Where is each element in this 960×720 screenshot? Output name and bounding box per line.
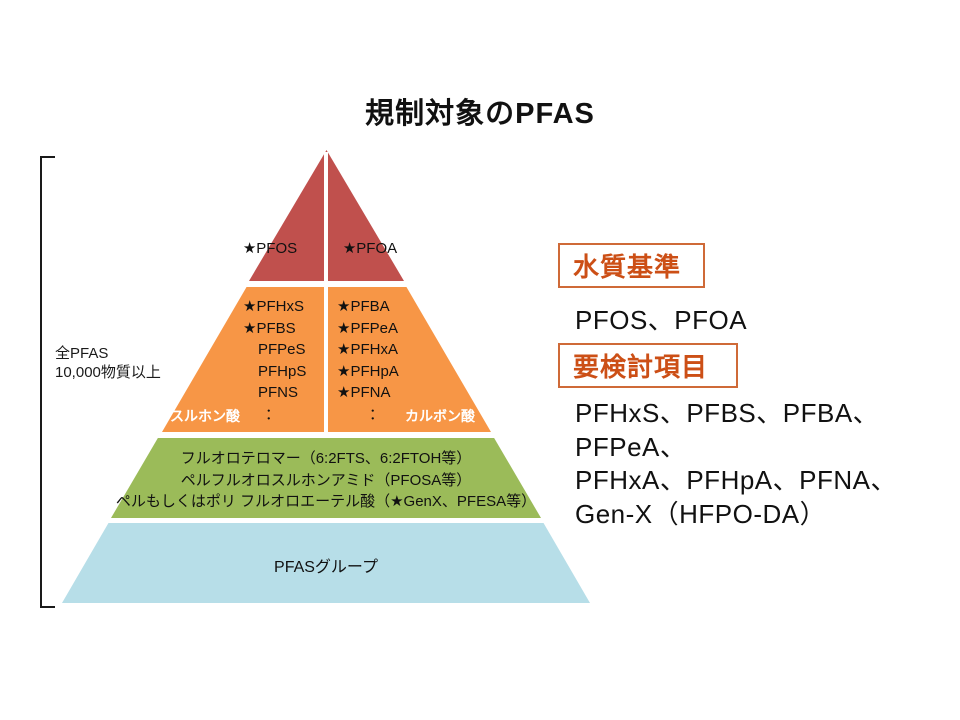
bracket-label-line1: 全PFAS — [55, 345, 109, 362]
ellipsis-colon: ： — [265, 405, 281, 423]
water-quality-heading: 水質基準 — [573, 252, 682, 282]
bracket-label: 全PFAS 10,000物質以上 — [55, 344, 185, 382]
page-title: 規制対象のPFAS — [365, 98, 595, 130]
chem-item: PFNS — [258, 384, 299, 401]
ellipsis-colon: ： — [369, 405, 385, 423]
level1-left-label: ★PFOS — [242, 240, 298, 257]
level3-line: ペルフルオロスルホンアミド（PFOSA等） — [180, 471, 472, 489]
water-quality-standard-box: 水質基準 — [558, 243, 705, 288]
review-body-line: Gen-X（HFPO-DA） — [575, 498, 827, 529]
chem-item: PFHpS — [258, 362, 307, 380]
water-quality-body: PFOS、PFOA — [575, 305, 748, 335]
pyramid-center-divider — [324, 152, 328, 432]
level1-right-label: ★PFOA — [342, 240, 398, 257]
review-body-line: PFHxS、PFBS、PFBA、PFPeA、 — [575, 398, 880, 462]
review-items-box: 要検討項目 — [558, 343, 738, 388]
carboxylic-acid-caption: カルボン酸 — [405, 408, 475, 424]
review-items-body: PFHxS、PFBS、PFBA、PFPeA、 PFHxA、PFHpA、PFNA、… — [575, 397, 955, 531]
chem-item: ★PFBA — [337, 298, 390, 315]
pyramid-level-other-fluoro-groups — [111, 438, 541, 518]
chem-item: ★PFHpA — [337, 362, 399, 380]
chem-item: PFPeS — [258, 341, 306, 358]
level3-group-list: フルオロテロマー（6:2FTS、6:2FTOH等） ペルフルオロスルホンアミド（… — [96, 448, 556, 513]
level3-line: ペルもしくはポリ フルオロエーテル酸（★GenX、PFESA等） — [115, 493, 537, 510]
all-pfas-bracket — [40, 156, 55, 608]
chem-item: ★PFHxS — [243, 298, 304, 315]
sulfonic-acid-caption: スルホン酸 — [170, 408, 240, 424]
chem-item: ★PFPeA — [337, 319, 398, 337]
chem-item: ★PFNA — [337, 384, 391, 401]
review-body-line: PFHxA、PFHpA、PFNA、 — [575, 465, 897, 495]
pfas-group-label: PFASグループ — [274, 559, 378, 576]
pyramid-level-pfas-group — [62, 523, 590, 603]
chem-item: ★PFBS — [243, 319, 296, 337]
chem-item: ★PFHxA — [337, 341, 398, 358]
level2-carboxylic-acid-list: ★PFBA ★PFPeA ★PFHxA ★PFHpA ★PFNA ： — [337, 296, 447, 425]
review-items-heading: 要検討項目 — [573, 352, 709, 382]
level3-line: フルオロテロマー（6:2FTS、6:2FTOH等） — [180, 450, 472, 467]
level2-sulfonic-acid-list: ★PFHxS ★PFBS PFPeS PFHpS PFNS ： — [243, 296, 353, 425]
bracket-label-line2: 10,000物質以上 — [55, 364, 161, 381]
